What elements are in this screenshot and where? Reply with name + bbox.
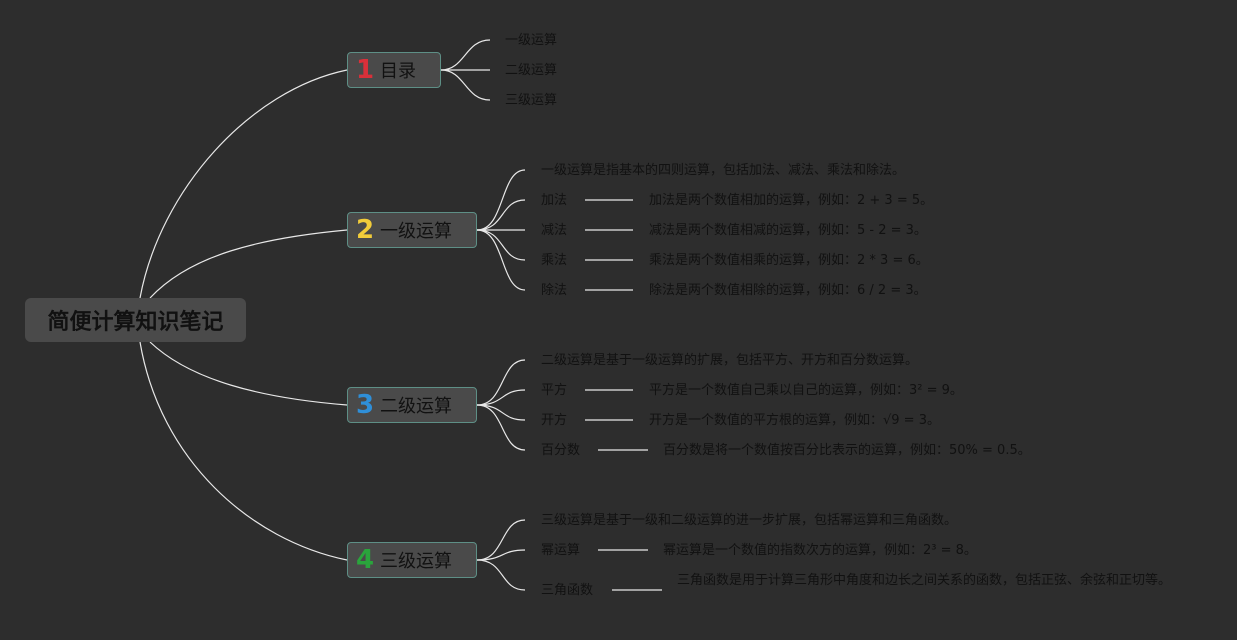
term-node[interactable]: 开方 xyxy=(541,413,568,428)
desc-node[interactable]: 百分数是将一个数值按百分比表示的运算，例如：50% = 0.5。 xyxy=(663,443,1031,458)
number-badge: 4 xyxy=(356,545,375,575)
intro-node[interactable]: 一级运算是指基本的四则运算，包括加法、减法、乘法和除法。 xyxy=(541,163,906,178)
branch-level-3[interactable]: 4 三级运算 xyxy=(347,542,477,578)
desc-node[interactable]: 加法是两个数值相加的运算，例如：2 + 3 = 5。 xyxy=(649,193,934,208)
desc-node[interactable]: 减法是两个数值相减的运算，例如：5 - 2 = 3。 xyxy=(649,223,927,238)
term-node[interactable]: 百分数 xyxy=(541,443,581,458)
intro-node[interactable]: 三级运算是基于一级和二级运算的进一步扩展，包括幂运算和三角函数。 xyxy=(541,513,958,528)
toc-item[interactable]: 一级运算 xyxy=(505,33,558,48)
desc-node[interactable]: 除法是两个数值相除的运算，例如：6 / 2 = 3。 xyxy=(649,283,927,298)
branch-label: 目录 xyxy=(380,61,416,82)
number-badge: 1 xyxy=(356,55,375,85)
root-topic[interactable]: 简便计算知识笔记 xyxy=(25,298,246,342)
branch-level-2[interactable]: 3 二级运算 xyxy=(347,387,477,423)
branch-level-1[interactable]: 2 一级运算 xyxy=(347,212,477,248)
number-badge: 3 xyxy=(356,390,375,420)
term-node[interactable]: 三角函数 xyxy=(541,583,594,598)
desc-node[interactable]: 幂运算是一个数值的指数次方的运算，例如：2³ = 8。 xyxy=(663,543,977,558)
desc-node[interactable]: 三角函数是用于计算三角形中角度和边长之间关系的函数，包括正弦、余弦和正切等。 xyxy=(677,573,1172,588)
term-node[interactable]: 减法 xyxy=(541,223,568,238)
toc-item[interactable]: 二级运算 xyxy=(505,63,558,78)
desc-node[interactable]: 开方是一个数值的平方根的运算，例如：√9 = 3。 xyxy=(649,413,940,428)
number-badge: 2 xyxy=(356,215,375,245)
term-node[interactable]: 加法 xyxy=(541,193,568,208)
term-node[interactable]: 幂运算 xyxy=(541,543,581,558)
toc-item[interactable]: 三级运算 xyxy=(505,93,558,108)
desc-node[interactable]: 乘法是两个数值相乘的运算，例如：2 * 3 = 6。 xyxy=(649,253,929,268)
desc-node[interactable]: 平方是一个数值自己乘以自己的运算，例如：3² = 9。 xyxy=(649,383,963,398)
term-node[interactable]: 平方 xyxy=(541,383,568,398)
branch-label: 三级运算 xyxy=(380,551,452,572)
intro-node[interactable]: 二级运算是基于一级运算的扩展，包括平方、开方和百分数运算。 xyxy=(541,353,919,368)
term-node[interactable]: 乘法 xyxy=(541,253,568,268)
branch-label: 一级运算 xyxy=(380,221,452,242)
branch-toc[interactable]: 1 目录 xyxy=(347,52,441,88)
branch-label: 二级运算 xyxy=(380,396,452,417)
term-node[interactable]: 除法 xyxy=(541,283,568,298)
